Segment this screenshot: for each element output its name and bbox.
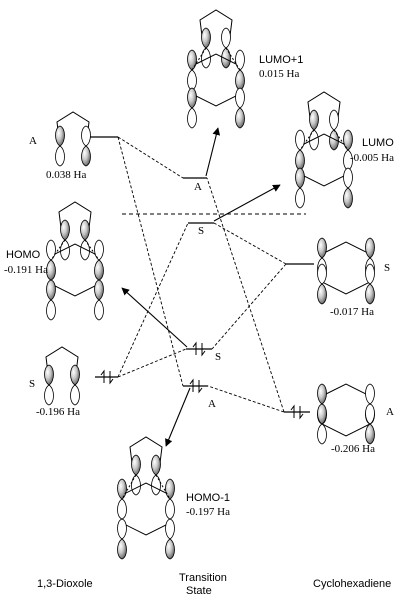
- corr-dieneS-tsS: [213, 222, 287, 265]
- lumo-plus-1-orbital-picture: [187, 9, 245, 129]
- corr-dieneA-tsAlow: [207, 385, 285, 413]
- dioxole-A-energy: 0.038 Ha: [46, 169, 86, 181]
- mo-arrows: [121, 127, 281, 447]
- lumo-orbital-picture: [295, 91, 353, 209]
- corr-dioxoleA-tsAlow: [117, 136, 184, 387]
- dioxole-S-energy: -0.196 Ha: [36, 406, 80, 418]
- homo-label: HOMO: [6, 249, 41, 261]
- diene-S-energy: -0.017 Ha: [330, 306, 374, 318]
- homo-minus-1-label: HOMO-1: [186, 492, 230, 504]
- diene-A-orbital-picture: [317, 383, 375, 445]
- homo-minus-1-orbital-picture: [117, 436, 175, 560]
- homo-orbital-picture: [46, 201, 104, 321]
- dioxole-A-symmetry: A: [29, 135, 37, 147]
- corr-dioxoleS-tsSlow: [117, 348, 187, 378]
- labels: A S A S S A S A 0.038 Ha -0.196 Ha -0.01…: [4, 54, 394, 597]
- ts-S-lower-symmetry: S: [215, 351, 221, 363]
- corr-dioxoleS-tsS: [117, 222, 189, 378]
- arrow-to-lumo-plus-1: [205, 127, 221, 177]
- lumo-plus-1-energy: 0.015 Ha: [259, 68, 299, 80]
- homo-minus-1-energy: -0.197 Ha: [186, 506, 230, 518]
- column-label-diene: Cyclohexadiene: [313, 578, 391, 590]
- electron-pairs: [100, 342, 304, 419]
- column-label-ts-line1: Transition: [179, 572, 227, 584]
- lumo-plus-1-label: LUMO+1: [259, 54, 303, 66]
- diene-A-symmetry: A: [386, 406, 394, 418]
- dioxole-S-orbital-picture: [44, 346, 80, 406]
- dioxole-S-symmetry: S: [29, 378, 35, 390]
- lumo-label: LUMO: [362, 137, 394, 149]
- correlation-lines: [117, 136, 306, 413]
- homo-energy: -0.191 Ha: [4, 264, 48, 276]
- ts-A-lower-symmetry: A: [208, 398, 216, 410]
- ts-S-upper-symmetry: S: [198, 225, 204, 237]
- energy-levels: [88, 136, 314, 413]
- dioxole-A-orbital-picture: [55, 111, 91, 167]
- arrow-to-homo: [121, 287, 188, 348]
- ts-A-upper-symmetry: A: [194, 181, 202, 193]
- arrow-to-homo-minus-1: [165, 387, 191, 447]
- column-label-ts-line2: State: [186, 585, 212, 597]
- lumo-energy: -0.005 Ha: [350, 152, 394, 164]
- corr-dieneA-tsA: [206, 177, 285, 413]
- diene-S-orbital-picture: [317, 237, 375, 305]
- diene-S-symmetry: S: [384, 262, 390, 274]
- column-label-dioxole: 1,3-Dioxole: [37, 578, 93, 590]
- diene-A-energy: -0.206 Ha: [331, 443, 375, 455]
- corr-dioxoleA-tsA: [117, 136, 184, 179]
- arrow-to-lumo: [213, 184, 281, 222]
